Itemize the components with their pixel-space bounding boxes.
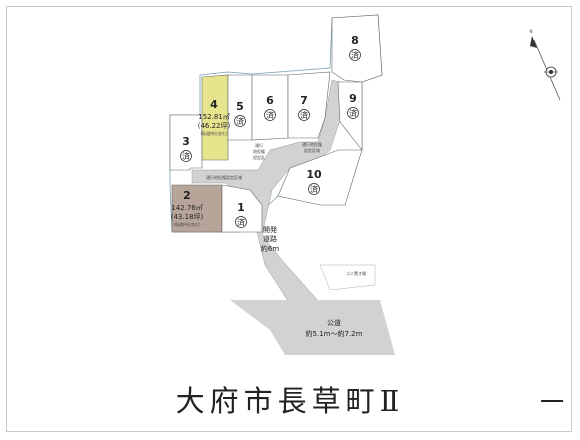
lot-1-number: 1 <box>237 201 245 214</box>
lot-3-number: 3 <box>182 135 190 148</box>
public-road <box>230 300 395 355</box>
lot-1[interactable] <box>221 184 263 233</box>
lot-7-number: 7 <box>300 94 308 107</box>
lot-4-note: (私道持分含む) <box>200 130 228 136</box>
lot-3-sold-circle-icon <box>180 150 192 162</box>
lot-1-sold-circle-icon <box>235 216 247 228</box>
development-road-label-2: 道路 <box>263 234 277 243</box>
side-strip <box>319 264 376 291</box>
lot-5-number: 5 <box>236 100 244 113</box>
lot-9-number: 9 <box>349 92 357 105</box>
lot-8-sold-circle-icon <box>349 49 361 61</box>
lot-10-sold-mark: 済 <box>310 184 318 194</box>
passage-easement-right-0: 通行地役権 <box>302 141 322 147</box>
lot-4[interactable] <box>201 74 229 161</box>
lot-10-number: 10 <box>306 168 322 181</box>
page-marker: 一 <box>540 388 564 416</box>
lot-3-sold-mark: 済 <box>182 151 190 161</box>
lot-7-sold-circle-icon <box>298 109 310 121</box>
lot-7[interactable] <box>287 71 331 139</box>
lot-10-sold-circle-icon <box>308 183 320 195</box>
passage-easement-mid-0: 通行 <box>255 142 263 148</box>
lot-4-number: 4 <box>210 98 218 111</box>
passage-easement-mid-1: 地役権 <box>253 148 265 154</box>
public-road-label: 公道 <box>327 318 341 327</box>
lot-8-sold-mark: 済 <box>351 50 359 60</box>
compass-rose-icon <box>530 36 561 101</box>
compass-north-label: N <box>530 29 533 34</box>
lot-6-sold-circle-icon <box>264 109 276 121</box>
lot-6-sold-mark: 済 <box>266 110 274 120</box>
map-labels <box>0 0 580 370</box>
passage-easement-left: 通行地役権設定区域 <box>206 174 242 180</box>
lot-2-area-tsubo: (43.18坪) <box>171 213 204 221</box>
lot-6-number: 6 <box>266 94 274 107</box>
lot-4-area-tsubo: (46.22坪) <box>198 122 231 130</box>
garbage-area-label: ゴミ置き場 <box>346 270 366 276</box>
page-title: 大府市長草町Ⅱ <box>175 384 405 418</box>
development-road-label-1: 開発 <box>263 225 277 234</box>
lot-9-sold-mark: 済 <box>349 108 357 118</box>
passage-easement-right-1: 設定区域 <box>304 147 320 153</box>
lot-9-sold-circle-icon <box>347 107 359 119</box>
lot-4-area-m2: 152.81㎡ <box>198 113 230 121</box>
lot-1-sold-mark: 済 <box>237 217 245 227</box>
lot-2-area-m2: 142.76㎡ <box>171 204 203 212</box>
lot-2-number: 2 <box>183 189 191 202</box>
passage-easement-mid-2: 設定区 <box>253 154 265 160</box>
public-road-width: 約5.1m～約7.2m <box>306 329 363 338</box>
lot-2-note: (私道持分含む) <box>173 221 201 227</box>
lot-10[interactable] <box>277 149 363 206</box>
lot-5-sold-circle-icon <box>234 115 246 127</box>
lot-plan-map: 1済2142.76㎡(43.18坪)(私道持分含む)3済4152.81㎡(46.… <box>169 14 561 355</box>
lot-5-sold-mark: 済 <box>236 116 244 126</box>
lot-8-number: 8 <box>351 34 359 47</box>
development-road-width: 約6m <box>261 244 279 253</box>
lot-7-sold-mark: 済 <box>300 110 308 120</box>
